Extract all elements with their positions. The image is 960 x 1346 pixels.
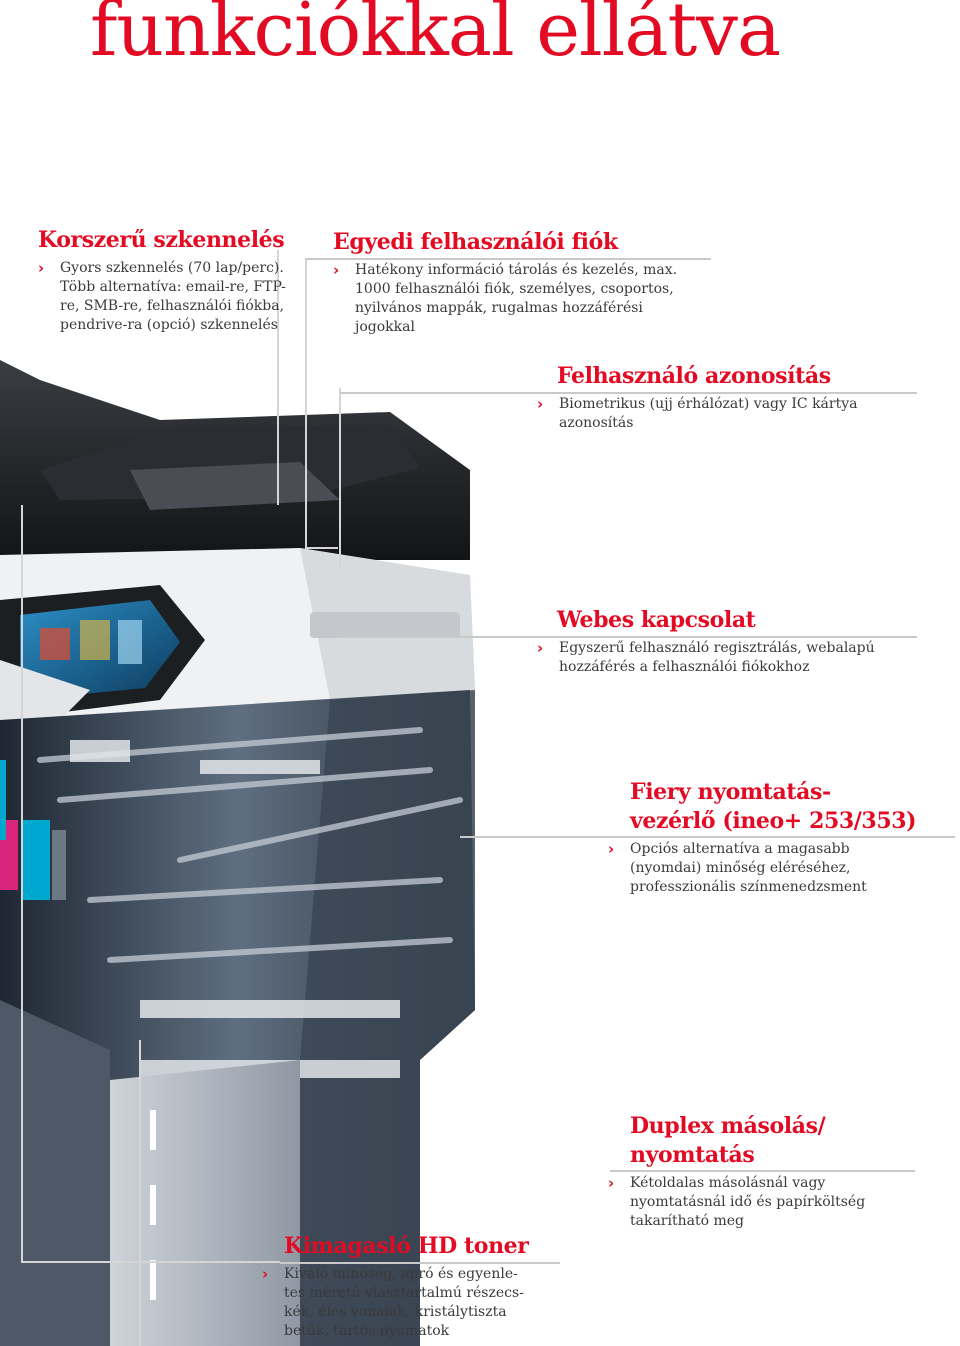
callout-line: tes méretű viasztartalmú részecs- bbox=[284, 1285, 524, 1301]
callout-heading-line: Duplex másolás/ bbox=[630, 1113, 826, 1139]
heading-rule bbox=[340, 636, 917, 638]
callout-duplex: Duplex másolás/ nyomtatás › Kétoldalas m… bbox=[608, 1112, 930, 1231]
callout-text: › Opciós alternatíva a magasabb (nyomdai… bbox=[608, 840, 955, 897]
callout-line: (nyomdai) minőség eléréséhez, bbox=[630, 860, 851, 876]
callout-line: Egyszerű felhasználó regisztrálás, webal… bbox=[559, 640, 875, 656]
callout-line: jogokkal bbox=[355, 319, 415, 335]
chevron-right-icon: › bbox=[537, 639, 544, 657]
heading-rule bbox=[610, 1170, 915, 1172]
callout-scanning: Korszerű szkennelés › Gyors szkennelés (… bbox=[38, 226, 298, 335]
callout-text: › Hatékony információ tárolás és kezelés… bbox=[333, 261, 713, 337]
callout-line: 1000 felhasználói fiók, személyes, csopo… bbox=[355, 281, 674, 297]
callout-heading: Fiery nyomtatás- vezérlő (ineo+ 253/353) bbox=[630, 778, 955, 836]
callout-line: re, SMB-re, felhasználói fiókba, bbox=[60, 298, 285, 314]
callout-fiery: Fiery nyomtatás- vezérlő (ineo+ 253/353)… bbox=[460, 778, 955, 897]
chevron-right-icon: › bbox=[608, 1174, 615, 1192]
callout-line: nyomtatásnál idő és papírköltség bbox=[630, 1194, 866, 1210]
callout-text: › Kétoldalas másolásnál vagy nyomtatásná… bbox=[608, 1174, 930, 1231]
callout-text: › Egyszerű felhasználó regisztrálás, web… bbox=[537, 639, 917, 677]
callout-line: azonosítás bbox=[559, 415, 634, 431]
callout-heading-line: nyomtatás bbox=[630, 1142, 755, 1168]
callout-web: Webes kapcsolat › Egyszerű felhasználó r… bbox=[340, 606, 917, 677]
chevron-right-icon: › bbox=[537, 395, 544, 413]
callout-line: Gyors szkennelés (70 lap/perc). bbox=[60, 260, 284, 276]
callout-heading-line: vezérlő (ineo+ 253/353) bbox=[630, 808, 917, 834]
chevron-right-icon: › bbox=[262, 1265, 269, 1283]
callout-line: betűk, tartós nyomatok bbox=[284, 1323, 450, 1339]
callout-line: Kétoldalas másolásnál vagy bbox=[630, 1175, 826, 1191]
callout-heading: Egyedi felhasználói fiók bbox=[333, 229, 618, 255]
chevron-right-icon: › bbox=[608, 840, 615, 858]
heading-rule bbox=[306, 258, 711, 260]
chevron-right-icon: › bbox=[38, 259, 45, 277]
callout-text: › Gyors szkennelés (70 lap/perc). Több a… bbox=[38, 259, 298, 335]
callout-line: nyilvános mappák, rugalmas hozzáférési bbox=[355, 300, 643, 316]
callout-line: Több alternatíva: email-re, FTP- bbox=[60, 279, 286, 295]
callout-line: pendrive-ra (opció) szkennelés bbox=[60, 317, 278, 333]
callout-line: kék, éles vonalak, kristálytiszta bbox=[284, 1304, 507, 1320]
callout-heading: Kimagasló HD toner bbox=[284, 1233, 529, 1259]
callout-text: › Kiváló minőség, apró és egyenle- tes m… bbox=[262, 1265, 564, 1341]
callout-heading: Felhasználó azonosítás bbox=[557, 363, 831, 389]
callout-line: takarítható meg bbox=[630, 1213, 744, 1229]
callout-heading: Duplex másolás/ nyomtatás bbox=[630, 1112, 930, 1170]
callout-line: Hatékony információ tárolás és kezelés, … bbox=[355, 262, 678, 278]
heading-rule bbox=[460, 836, 955, 838]
chevron-right-icon: › bbox=[333, 261, 340, 279]
heading-rule bbox=[280, 1262, 560, 1264]
callout-text: › Biometrikus (ujj érhálózat) vagy IC ká… bbox=[537, 395, 917, 433]
callout-line: Biometrikus (ujj érhálózat) vagy IC kárt… bbox=[559, 396, 858, 412]
callout-heading: Webes kapcsolat bbox=[557, 607, 756, 633]
callout-heading: Korszerű szkennelés bbox=[38, 227, 285, 253]
callout-line: Opciós alternatíva a magasabb bbox=[630, 841, 850, 857]
callout-authentication: Felhasználó azonosítás › Biometrikus (uj… bbox=[340, 362, 917, 433]
callout-line: professzionális színmenedzsment bbox=[630, 879, 867, 895]
callout-user-box: Egyedi felhasználói fiók › Hatékony info… bbox=[306, 228, 713, 337]
heading-rule bbox=[340, 392, 917, 394]
page-title: funkciókkal ellátva bbox=[90, 0, 781, 73]
callout-toner: Kimagasló HD toner › Kiváló minőség, apr… bbox=[262, 1232, 564, 1341]
callout-line: hozzáférés a felhasználói fiókokhoz bbox=[559, 659, 810, 675]
callout-line: Kiváló minőség, apró és egyenle- bbox=[284, 1266, 518, 1282]
callout-heading-line: Fiery nyomtatás- bbox=[630, 779, 831, 805]
